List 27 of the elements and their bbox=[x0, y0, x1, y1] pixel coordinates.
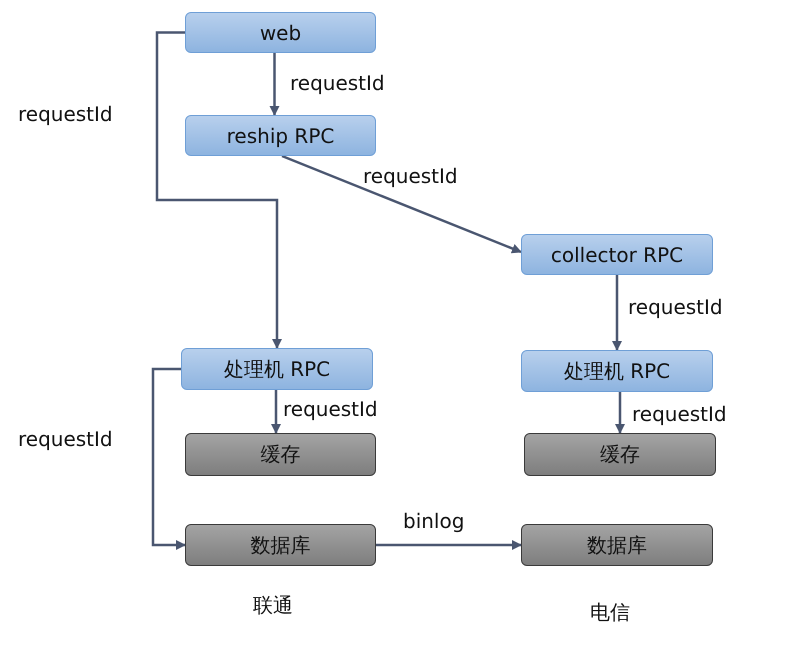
process-box: reship RPC bbox=[185, 115, 376, 156]
edge-label: binlog bbox=[403, 510, 464, 532]
edge-label: requestId bbox=[363, 165, 458, 187]
process-box: collector RPC bbox=[521, 234, 713, 275]
process-box: web bbox=[185, 12, 376, 53]
arrow bbox=[282, 154, 522, 254]
process-box: 数据库 bbox=[185, 524, 376, 566]
edge-label: requestId bbox=[628, 296, 723, 318]
process-box: 处理机 RPC bbox=[521, 350, 713, 392]
arrow bbox=[376, 540, 522, 550]
process-box: 缓存 bbox=[524, 433, 716, 476]
arrow bbox=[156, 31, 282, 349]
process-box: 数据库 bbox=[521, 524, 713, 566]
arrow bbox=[270, 53, 280, 116]
arrow bbox=[271, 390, 281, 434]
process-box: 处理机 RPC bbox=[181, 348, 373, 390]
arrow bbox=[612, 275, 622, 351]
edge-label: requestId bbox=[18, 428, 113, 450]
column-caption: 联通 bbox=[253, 592, 293, 619]
arrow bbox=[152, 368, 186, 550]
edge-label: requestId bbox=[290, 72, 385, 94]
arrow bbox=[615, 392, 625, 434]
column-caption: 电信 bbox=[590, 599, 630, 626]
process-box: 缓存 bbox=[185, 433, 376, 476]
edge-label: requestId bbox=[283, 398, 378, 420]
edge-label: requestId bbox=[18, 103, 113, 125]
edge-label: requestId bbox=[632, 403, 727, 425]
